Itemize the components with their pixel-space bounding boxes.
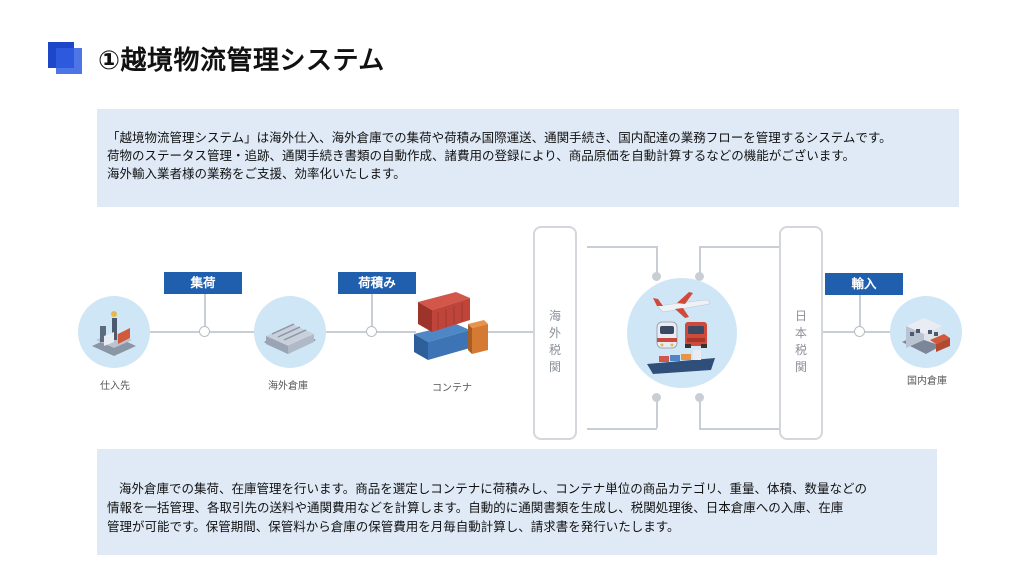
overseas-customs-char-1: 海 (548, 309, 561, 323)
junction-collection (199, 326, 210, 337)
tag-import: 輸入 (825, 273, 903, 295)
domestic-warehouse-icon (890, 296, 962, 368)
overseas-customs-char-4: 関 (548, 360, 561, 374)
bracket-bottom-left-v (656, 398, 658, 428)
overseas-customs-char-2: 外 (548, 326, 561, 340)
bracket-top-left-v (656, 246, 658, 276)
truck-icon (685, 322, 707, 348)
tag-loading: 荷積み (338, 272, 416, 294)
japan-customs-char-4: 関 (794, 360, 807, 374)
tag-collection: 集荷 (164, 272, 242, 294)
japan-customs-char-3: 税 (794, 343, 807, 357)
bracket-top-right-v (699, 246, 701, 276)
connector-collection-drop (204, 293, 206, 331)
intro-panel: 「越境物流管理システム」は海外仕入、海外倉庫での集荷や荷積み国際運送、通関手続き… (97, 109, 959, 207)
airplane-icon (653, 292, 710, 318)
description-line-1: 海外倉庫での集荷、在庫管理を行います。商品を選定しコンテナに荷積みし、コンテナ単… (119, 481, 868, 496)
ship-icon (647, 350, 715, 374)
overseas-customs-char-3: 税 (548, 343, 561, 357)
description-line-2: 情報を一括管理、各取引先の送料や通関費用などを計算します。自動的に通関書類を生成… (107, 500, 844, 515)
connector-loading-drop (371, 293, 373, 331)
intro-line-2: 荷物のステータス管理・追跡、通関手続き書類の自動作成、諸費用の登録により、商品原… (107, 148, 856, 163)
connector-import-drop (859, 293, 861, 331)
intro-line-3: 海外輸入業者様の業務をご支援、効率化いたします。 (107, 166, 406, 181)
overseas-warehouse-icon (254, 296, 326, 368)
bracket-dot-br (695, 393, 704, 402)
junction-import (854, 326, 865, 337)
connector-container-customs (486, 331, 534, 333)
intro-line-1: 「越境物流管理システム」は海外仕入、海外倉庫での集荷や荷積み国際運送、通関手続き… (107, 130, 892, 145)
overseas-customs-box: 海 外 税 関 (533, 226, 577, 440)
train-icon (656, 321, 678, 349)
description-line-3: 管理が可能です。保管期間、保管料から倉庫の保管費用を月毎自動計算し、請求書を発行… (107, 519, 680, 534)
label-overseas-warehouse: 海外倉庫 (268, 381, 308, 392)
bracket-dot-bl (652, 393, 661, 402)
bracket-bottom-left-h (587, 428, 657, 430)
label-domestic-warehouse: 国内倉庫 (907, 376, 947, 387)
transport-modes-circle (627, 278, 737, 388)
label-supplier: 仕入先 (100, 381, 130, 392)
japan-customs-box: 日 本 税 関 (779, 226, 823, 440)
junction-loading (366, 326, 377, 337)
bracket-top-left-h (587, 246, 657, 248)
bracket-bottom-right-h (699, 428, 779, 430)
japan-customs-char-1: 日 (794, 309, 807, 323)
bracket-dot-tl (652, 272, 661, 281)
container-stack-icon (412, 290, 490, 364)
bracket-bottom-right-v (699, 398, 701, 428)
bracket-top-right-h (699, 246, 779, 248)
description-panel: 海外倉庫での集荷、在庫管理を行います。商品を選定しコンテナに荷積みし、コンテナ単… (97, 449, 937, 555)
title-squares-icon (48, 42, 84, 74)
japan-customs-char-2: 本 (794, 326, 807, 340)
page-title: ①越境物流管理システム (98, 46, 385, 76)
supplier-factory-icon (78, 296, 150, 368)
label-container: コンテナ (432, 383, 472, 394)
